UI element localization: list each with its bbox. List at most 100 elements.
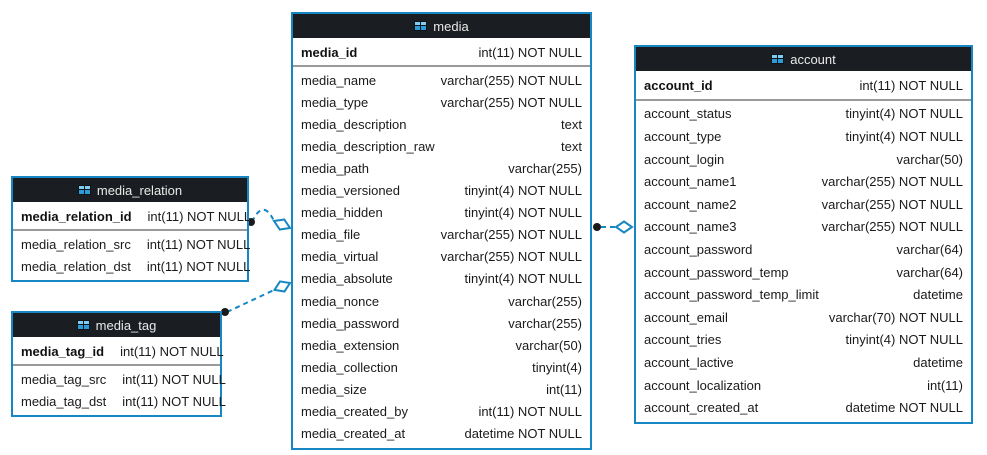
- table-header-account[interactable]: account: [636, 47, 971, 72]
- column-type: tinyint(4) NOT NULL: [464, 183, 582, 199]
- column-type: datetime NOT NULL: [464, 426, 582, 442]
- table-title: media_tag: [95, 317, 157, 333]
- table-title: account: [790, 51, 836, 67]
- column-name: media_path: [301, 161, 369, 177]
- column-type: int(11) NOT NULL: [122, 393, 226, 409]
- table-header-media[interactable]: media: [293, 14, 590, 39]
- column-type: varchar(255) NOT NULL: [440, 94, 582, 110]
- column-type: varchar(64): [896, 264, 963, 280]
- relationship-line-media_relation-media[interactable]: [251, 208, 275, 223]
- column-type: int(11) NOT NULL: [122, 371, 226, 387]
- column-type: int(11) NOT NULL: [146, 236, 251, 252]
- column-name: account_status: [644, 106, 732, 122]
- column-name: media_created_by: [301, 404, 408, 420]
- column-name: media_tag_dst: [21, 393, 107, 409]
- column-type: tinyint(4) NOT NULL: [845, 128, 963, 144]
- column-name: account_lactive: [644, 354, 734, 370]
- column-name: account_name3: [644, 219, 737, 235]
- column-type: varchar(255) NOT NULL: [440, 227, 582, 243]
- column-name: media_relation_id: [21, 208, 132, 224]
- table-icon: [76, 320, 90, 330]
- column-type: int(11) NOT NULL: [478, 44, 582, 60]
- column-type: tinyint(4) NOT NULL: [464, 205, 582, 221]
- column-row[interactable]: media_created_by int(11) NOT NULL: [293, 401, 590, 423]
- column-type: varchar(70) NOT NULL: [828, 309, 963, 325]
- column-type: int(11) NOT NULL: [478, 404, 582, 420]
- relationship-dot-media: [593, 223, 601, 231]
- relationship-diamond-media: [272, 218, 292, 231]
- column-type: datetime NOT NULL: [845, 400, 963, 416]
- column-type: tinyint(4): [532, 359, 582, 375]
- column-name: account_password_temp: [644, 264, 789, 280]
- column-row[interactable]: media_relation_dst int(11) NOT NULL: [13, 255, 250, 277]
- table-title: media: [433, 18, 469, 34]
- column-row[interactable]: media_tag_dst int(11) NOT NULL: [13, 390, 226, 412]
- column-row[interactable]: media_versioned tinyint(4) NOT NULL: [293, 180, 590, 202]
- relationship-dot-media_tag: [221, 308, 229, 316]
- table-header-media_tag[interactable]: media_tag: [13, 313, 220, 338]
- column-name: account_name1: [644, 174, 737, 190]
- column-type: varchar(255) NOT NULL: [821, 219, 963, 235]
- column-row[interactable]: account_password_temp varchar(64): [636, 261, 971, 284]
- column-type: int(11): [546, 381, 582, 397]
- column-type: tinyint(4) NOT NULL: [464, 271, 582, 287]
- column-name: media_name: [301, 72, 377, 88]
- column-name: media_versioned: [301, 183, 401, 199]
- column-name: account_localization: [644, 377, 762, 393]
- column-row[interactable]: account_localization int(11): [636, 374, 971, 397]
- table-header-media_relation[interactable]: media_relation: [13, 178, 247, 203]
- table-icon: [771, 54, 785, 64]
- relationship-line-media_tag-media[interactable]: [226, 289, 275, 313]
- column-name: media_password: [301, 315, 400, 331]
- column-type: varchar(64): [896, 241, 963, 257]
- column-name: media_relation_dst: [21, 258, 131, 274]
- table-title: media_relation: [96, 182, 183, 198]
- column-row[interactable]: account_name3 varchar(255) NOT NULL: [636, 216, 971, 239]
- column-type: int(11) NOT NULL: [146, 258, 251, 274]
- column-type: int(11): [927, 377, 963, 393]
